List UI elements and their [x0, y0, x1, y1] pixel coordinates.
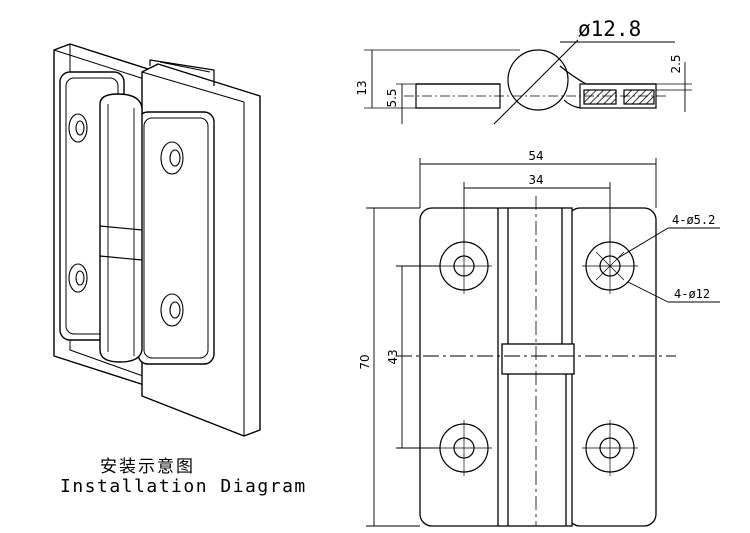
- isometric-hinge-view: [53, 43, 261, 437]
- height-70-label: 70: [358, 354, 372, 369]
- spacing-43-label: 43: [386, 349, 400, 364]
- front-hole-bottom-right: [582, 420, 638, 476]
- spacing-34-label: 34: [528, 173, 543, 187]
- caption-chinese: 安装示意图: [100, 457, 195, 477]
- hatched-section: [583, 89, 617, 105]
- hole-outer-callout: 4-ø12: [674, 287, 710, 301]
- iso-hole: [68, 113, 88, 143]
- iso-hole: [68, 263, 88, 293]
- pin-diameter-label: ø12.8: [578, 17, 641, 41]
- thickness-2-5-label: 2.5: [669, 54, 683, 73]
- front-dimension-lines: [366, 158, 720, 527]
- side-view: [364, 39, 692, 125]
- iso-hole: [160, 293, 184, 327]
- front-view: [396, 196, 676, 527]
- caption-english: Installation Diagram: [60, 476, 307, 497]
- hole-inner-callout: 4-ø5.2: [672, 213, 715, 227]
- width-54-label: 54: [528, 149, 543, 163]
- thickness-5-5-label: 5.5: [385, 88, 399, 107]
- height-13-label: 13: [355, 80, 369, 95]
- iso-hole: [160, 141, 184, 175]
